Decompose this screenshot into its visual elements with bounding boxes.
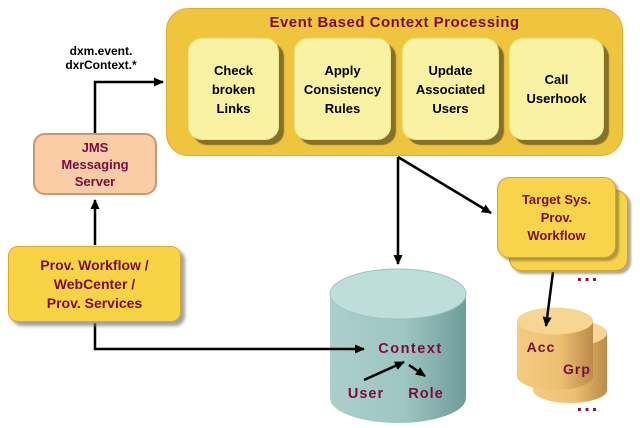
step-call-userhook: Call Userhook bbox=[509, 38, 604, 140]
arrow-jms-to-processing bbox=[93, 77, 164, 133]
group-label: Grp bbox=[563, 361, 591, 377]
step-check-broken-links: Check broken Links bbox=[188, 38, 279, 140]
event-topic-label: dxm.event. dxrContext.* bbox=[65, 44, 137, 72]
arrow-context-to-role bbox=[408, 363, 426, 378]
arrow-prov-to-context bbox=[93, 323, 365, 354]
step-apply-consistency-rules: Apply Consistency Rules bbox=[294, 38, 391, 140]
arrow-user-to-context bbox=[363, 360, 405, 382]
step-label: Check broken Links bbox=[211, 62, 256, 116]
account-label: Acc bbox=[526, 339, 556, 355]
step-update-associated-users: Update Associated Users bbox=[402, 38, 499, 140]
jms-messaging-server-box: JMS Messaging Server bbox=[33, 133, 157, 195]
role-label: Role bbox=[408, 386, 444, 402]
more-stores-ellipsis: ... bbox=[576, 394, 600, 416]
jms-label: JMS Messaging Server bbox=[61, 139, 129, 189]
target-workflow-label: Target Sys. Prov. Workflow bbox=[521, 191, 592, 243]
arrow-target-to-accounts bbox=[542, 271, 555, 327]
step-label: Call Userhook bbox=[526, 72, 587, 106]
context-label: Context bbox=[378, 341, 443, 357]
event-processing-title: Event Based Context Processing bbox=[269, 13, 520, 31]
more-workflows-ellipsis: ... bbox=[576, 264, 600, 286]
prov-workflow-box: Prov. Workflow / WebCenter / Prov. Servi… bbox=[8, 246, 181, 322]
step-label: Update Associated Users bbox=[415, 62, 486, 116]
user-label: User bbox=[347, 386, 385, 402]
arrow-processing-to-target bbox=[397, 155, 492, 215]
prov-workflow-label: Prov. Workflow / WebCenter / Prov. Servi… bbox=[40, 256, 149, 311]
target-workflow-box: Target Sys. Prov. Workflow bbox=[497, 177, 616, 258]
context-database-cylinder bbox=[329, 268, 467, 423]
step-label: Apply Consistency Rules bbox=[303, 62, 382, 116]
account-group-database-cylinders bbox=[517, 307, 607, 403]
